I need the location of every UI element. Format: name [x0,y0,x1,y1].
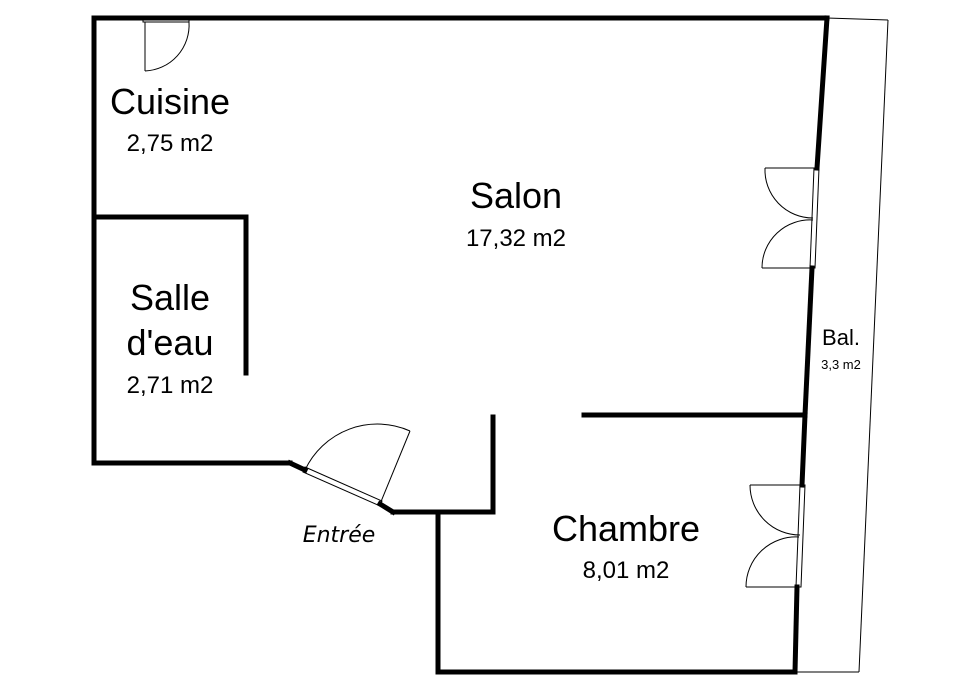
room-name-salle-deau-line2: d'eau [127,322,214,363]
salon-french-door [761,167,820,269]
room-name-salon: Salon [470,175,562,216]
balcony-outline [795,17,889,673]
room-salle-deau: Salle d'eau 2,71 m2 [127,277,214,399]
room-area-salle-deau: 2,71 m2 [127,372,214,399]
room-area-salon: 17,32 m2 [466,225,566,252]
exterior-walls [91,15,830,675]
room-area-chambre: 8,01 m2 [583,557,670,584]
room-area-balcon: 3,3 m2 [821,357,861,372]
room-name-cuisine: Cuisine [110,81,230,122]
room-chambre: Chambre 8,01 m2 [552,508,700,584]
kitchen-door [142,15,190,72]
room-name-balcon: Bal. [822,325,860,350]
room-salon: Salon 17,32 m2 [466,175,566,252]
entry-label: Entrée [303,523,376,548]
room-balcon: Bal. 3,3 m2 [821,325,861,372]
room-cuisine: Cuisine 2,75 m2 [110,81,230,157]
chambre-french-door [745,484,806,588]
interior-walls [91,214,808,515]
room-area-cuisine: 2,75 m2 [127,130,214,157]
entry-door [302,423,411,507]
room-name-chambre: Chambre [552,508,700,549]
room-name-salle-deau-line1: Salle [130,277,210,318]
